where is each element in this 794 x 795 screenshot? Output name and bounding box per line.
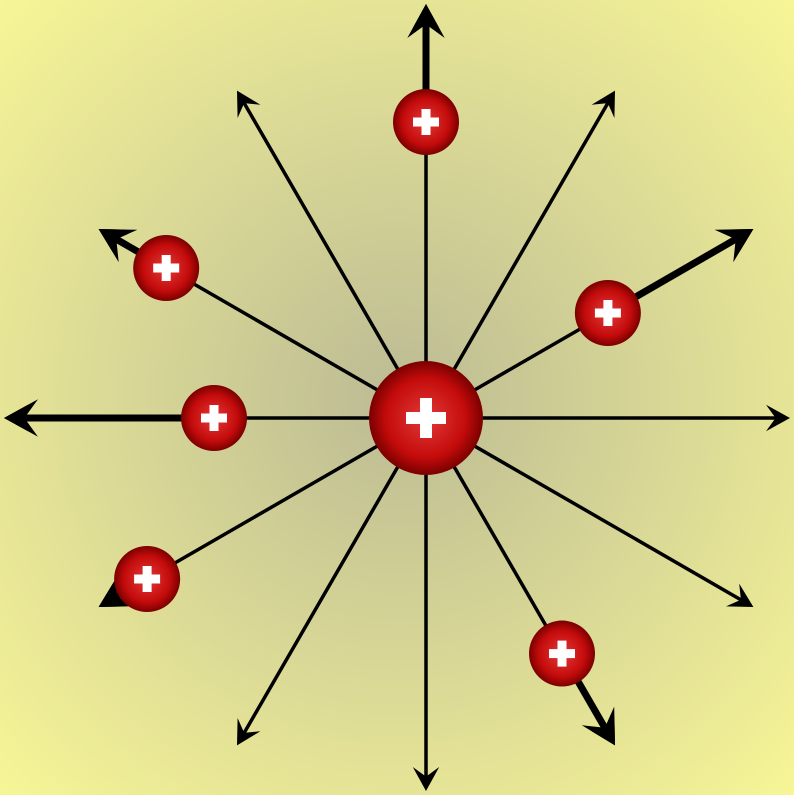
plus-sign-vertical bbox=[143, 566, 152, 592]
plus-sign-vertical bbox=[162, 255, 171, 281]
positive-charge-icon bbox=[575, 280, 641, 346]
positive-charge-icon bbox=[114, 546, 180, 612]
positive-charge-icon bbox=[133, 235, 199, 301]
positive-charge-icon bbox=[393, 89, 459, 155]
plus-sign-vertical bbox=[558, 641, 567, 667]
positive-charge-icon bbox=[369, 361, 483, 475]
plus-sign-vertical bbox=[422, 109, 431, 135]
plus-sign-vertical bbox=[210, 405, 219, 431]
positive-charge-icon bbox=[181, 385, 247, 451]
plus-sign-vertical bbox=[603, 300, 612, 326]
positive-charge-icon bbox=[529, 621, 595, 687]
plus-sign-vertical bbox=[420, 398, 432, 438]
